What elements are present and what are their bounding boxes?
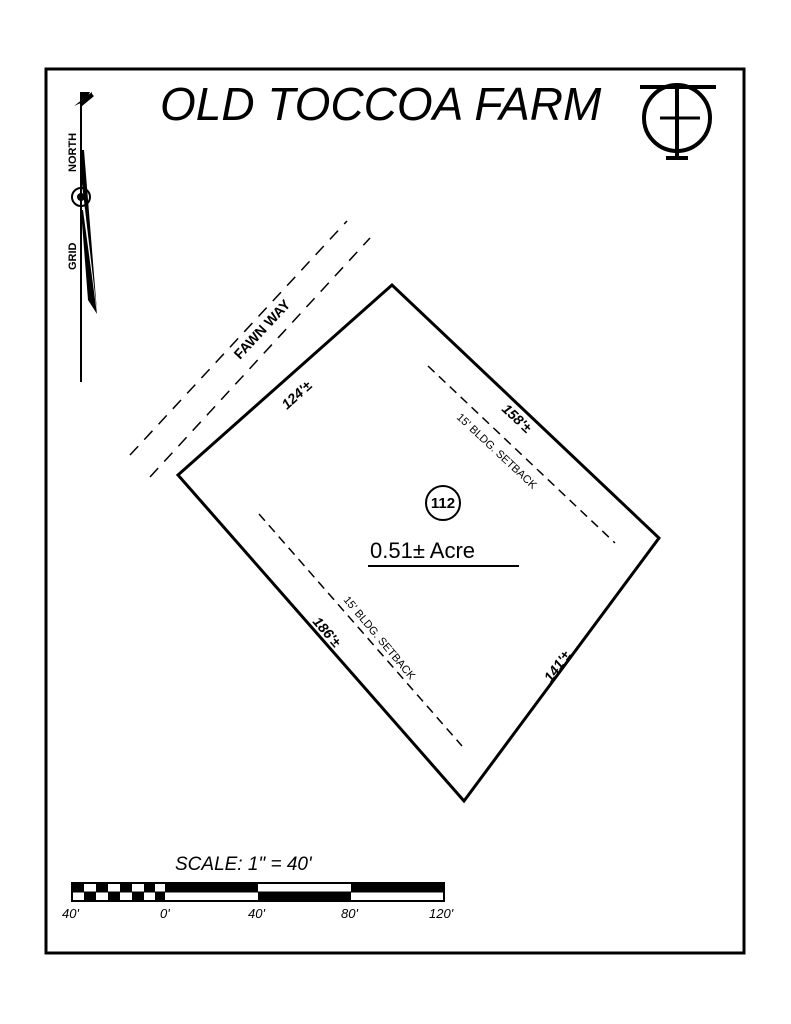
setback-label-southwest: 15' BLDG. SETBACK bbox=[341, 594, 418, 683]
grid-label: GRID bbox=[67, 242, 79, 270]
scale-label-4: 80' bbox=[341, 906, 358, 921]
scale-title: SCALE: 1" = 40' bbox=[175, 854, 313, 875]
scale-label-1: 40' bbox=[62, 906, 79, 921]
lot-number-circle bbox=[425, 485, 461, 521]
scale-bar bbox=[71, 882, 445, 902]
north-arrow-icon bbox=[71, 92, 97, 382]
lot-area: 0.51± Acre bbox=[370, 538, 475, 563]
dimension-northeast: 158'± bbox=[499, 400, 535, 435]
otf-monogram-icon bbox=[640, 83, 716, 160]
street-right-of-way bbox=[129, 220, 371, 478]
lot-boundary bbox=[175, 282, 661, 804]
map-border bbox=[44, 67, 746, 955]
lot-number: 112 bbox=[431, 495, 455, 512]
street-name: FAWN WAY bbox=[230, 296, 293, 362]
setback-line-southwest bbox=[258, 513, 463, 747]
scale-label-2: 0' bbox=[160, 906, 170, 921]
setback-line-northeast bbox=[427, 365, 616, 544]
scale-label-3: 40' bbox=[248, 906, 265, 921]
dimension-southeast: 141'± bbox=[540, 647, 573, 684]
map-title: OLD TOCCOA FARM bbox=[160, 78, 602, 130]
scale-label-5: 120' bbox=[429, 906, 454, 921]
north-label: NORTH bbox=[67, 133, 79, 172]
